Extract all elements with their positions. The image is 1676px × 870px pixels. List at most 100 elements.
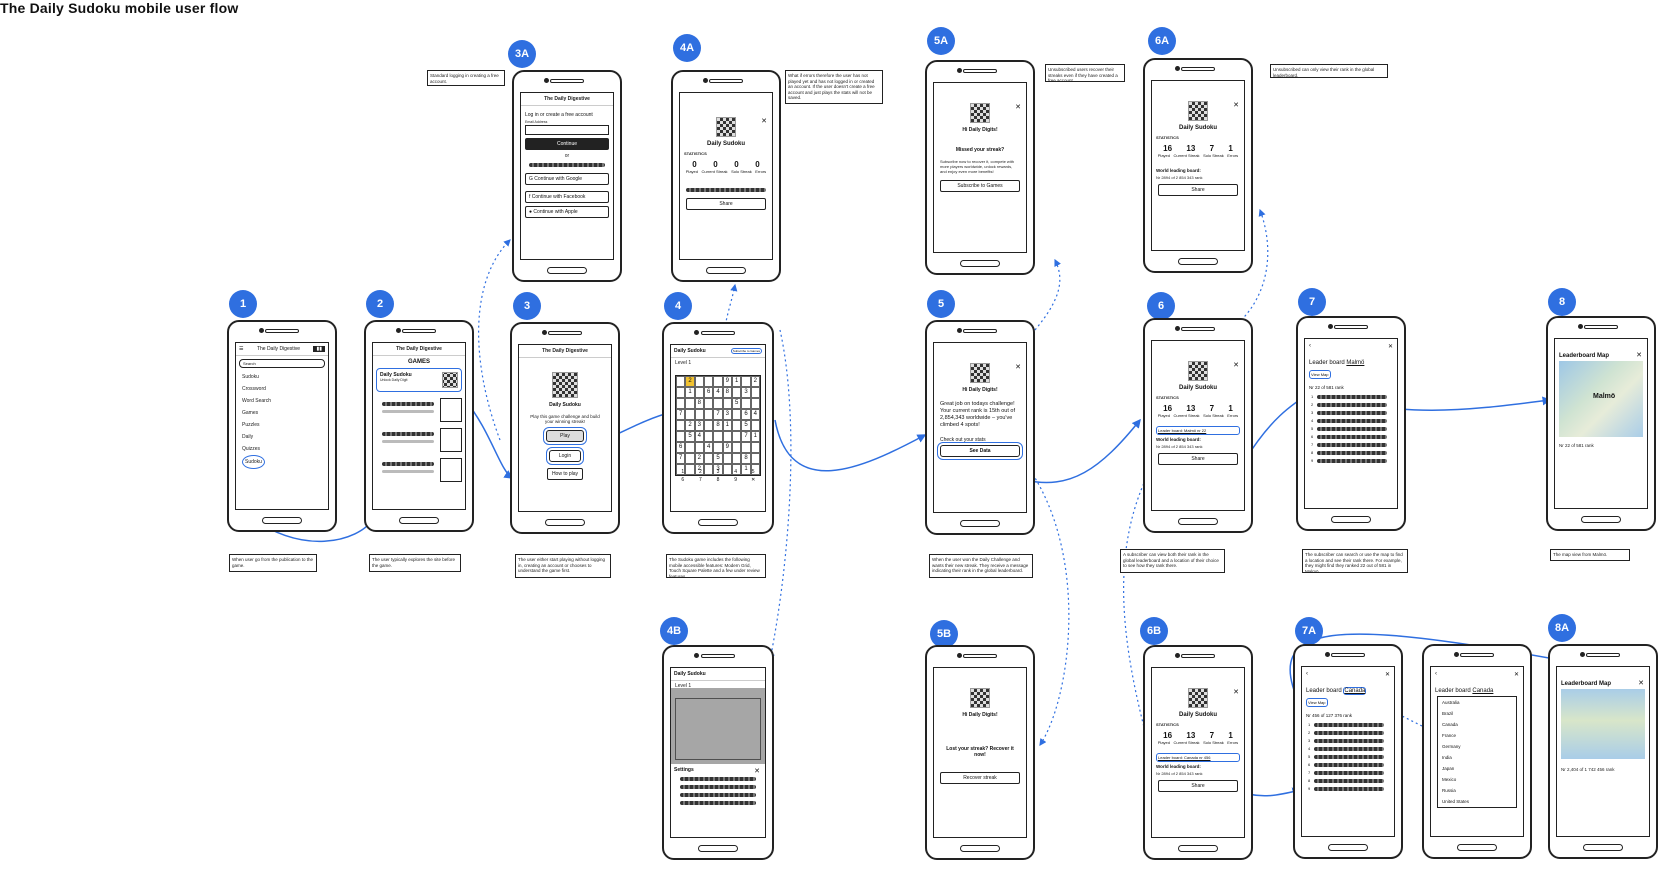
leaderboard-title: Leader board: [1306, 688, 1342, 694]
rank-text: Nr 2,404 of 1 742 456 rank: [1561, 767, 1615, 772]
menu-item[interactable]: Sudoku: [242, 374, 259, 380]
country-dropdown[interactable]: Australia Brazil Canada France Germany I…: [1437, 696, 1517, 808]
modal-title: Daily Sudoku: [1178, 125, 1217, 131]
view-map-button[interactable]: View Map: [1309, 370, 1331, 379]
close-icon[interactable]: ✕: [1638, 680, 1644, 687]
arrow-4-5: [774, 419, 927, 472]
share-button[interactable]: Share: [1158, 184, 1238, 196]
menu-item[interactable]: Games: [242, 410, 259, 416]
close-icon[interactable]: ✕: [1233, 362, 1239, 369]
country-option[interactable]: Japan: [1442, 766, 1455, 771]
step-badge-6a: 6A: [1148, 27, 1176, 55]
see-data-button[interactable]: See Data: [937, 442, 1023, 460]
subscribe-button[interactable]: Subscribe to Games: [730, 348, 762, 354]
country-option[interactable]: India: [1442, 755, 1452, 760]
facebook-button[interactable]: f Continue with Facebook: [525, 191, 609, 203]
country-option[interactable]: Canada: [1442, 722, 1458, 727]
country-option[interactable]: Brazil: [1442, 711, 1454, 716]
menu-icon[interactable]: ☰: [239, 346, 244, 352]
close-icon[interactable]: ✕: [1015, 104, 1021, 111]
google-button[interactable]: G Continue with Google: [525, 173, 609, 185]
leaderboard-title: Leader board: [1435, 688, 1471, 694]
login-button[interactable]: Login: [546, 447, 584, 465]
sudoku-logo-icon: [970, 688, 990, 708]
country-option[interactable]: Germany: [1442, 744, 1461, 749]
subscribe-button[interactable]: Subscribe to Games: [940, 180, 1020, 192]
modal-title: Daily Sudoku: [706, 141, 745, 147]
location-select[interactable]: Canada: [1343, 687, 1367, 695]
leaderboard-link[interactable]: Leader board: Malmö nr 22: [1156, 426, 1240, 435]
rank-message: Great job on todays challenge! Your curr…: [940, 401, 1016, 428]
world-board-label: World leading board:: [1156, 764, 1201, 769]
close-icon[interactable]: ✕: [1513, 672, 1519, 678]
apple-button[interactable]: ● Continue with Apple: [525, 206, 609, 218]
rank-text: Nr 456 of 127 376 rank: [1306, 713, 1353, 718]
menu-item[interactable]: Puzzles: [242, 422, 260, 428]
greeting: Hi Daily Digits!: [962, 387, 998, 393]
country-option[interactable]: Mexico: [1442, 777, 1457, 782]
share-button[interactable]: Share: [686, 198, 766, 210]
note-step-4: The Sudoku game includes the following m…: [666, 554, 766, 579]
sudoku-grid: [675, 698, 761, 760]
back-icon[interactable]: ‹: [1306, 671, 1308, 677]
app-title: Daily Sudoku: [674, 348, 706, 354]
login-title: Log in or create a free account: [525, 112, 593, 118]
menu-item-sudoku[interactable]: Sudoku: [242, 455, 265, 469]
check-stats-text: Check out your stats: [940, 437, 986, 443]
menu-item[interactable]: Quizzes: [242, 446, 261, 452]
close-icon[interactable]: ✕: [761, 118, 767, 125]
arrow-5-5a: [1034, 258, 1061, 331]
play-button[interactable]: Play: [543, 427, 587, 445]
menu-item[interactable]: Daily: [242, 434, 254, 440]
phone-screen-7a: ‹ ✕ Leader board Canada View Map Nr 456 o…: [1293, 644, 1403, 859]
country-option[interactable]: France: [1442, 733, 1457, 738]
recover-streak-button[interactable]: Recover streak: [940, 772, 1020, 784]
menu-item[interactable]: Word Search: [242, 398, 272, 404]
google-icon: G: [529, 176, 535, 182]
phone-screen-5b: Hi Daily Digits! Lost your streak? Recov…: [925, 645, 1035, 860]
menu-item[interactable]: Crossword: [242, 386, 266, 392]
view-map-button[interactable]: View Map: [1306, 698, 1328, 707]
page-title: The Daily Sudoku mobile user flow: [0, 0, 239, 16]
how-to-play-button[interactable]: How to play: [547, 468, 583, 480]
phone-screen-3a: The Daily Digestive Log in or create a f…: [512, 70, 622, 282]
back-icon[interactable]: ‹: [1435, 671, 1437, 677]
app-title: Daily Sudoku: [674, 671, 706, 677]
facebook-icon: f: [529, 194, 532, 200]
phone-screen-8: ✕ Leaderboard Map Malmö Nr 22 of 581 ran…: [1546, 316, 1656, 531]
country-option[interactable]: Australia: [1442, 700, 1460, 705]
close-icon[interactable]: ✕: [1387, 344, 1393, 350]
share-button[interactable]: Share: [1158, 453, 1238, 465]
leaderboard-map[interactable]: Malmö: [1559, 361, 1643, 437]
search-input[interactable]: Search: [239, 359, 325, 368]
country-option[interactable]: United States: [1442, 799, 1470, 804]
step-badge-3a: 3A: [508, 40, 536, 68]
close-icon[interactable]: ✕: [1233, 689, 1239, 696]
step-badge-8: 8: [1548, 288, 1576, 316]
leaderboard-link[interactable]: Leader board: Canada nr 456: [1156, 753, 1240, 762]
close-icon[interactable]: ✕: [1015, 364, 1021, 371]
location-select[interactable]: Malmö: [1346, 360, 1365, 366]
close-icon[interactable]: ✕: [1233, 102, 1239, 109]
close-icon[interactable]: ✕: [754, 768, 760, 775]
sudoku-logo-icon: [442, 372, 458, 388]
world-map[interactable]: [1561, 689, 1645, 759]
step-badge-1: 1: [229, 290, 257, 318]
share-button[interactable]: Share: [1158, 780, 1238, 792]
continue-button[interactable]: Continue: [525, 138, 609, 150]
close-icon[interactable]: ✕: [1636, 352, 1642, 359]
country-option[interactable]: Russia: [1442, 788, 1456, 793]
phone-screen-5a: ✕ Hi Daily Digits! Missed your streak? S…: [925, 60, 1035, 275]
location-select[interactable]: Canada: [1472, 688, 1494, 694]
back-icon[interactable]: ‹: [1309, 343, 1311, 349]
level-label: Level 1: [675, 360, 692, 366]
email-field[interactable]: [525, 125, 609, 135]
note-step-5a: Unsubscribed users recover their streaks…: [1045, 64, 1125, 83]
close-icon[interactable]: ✕: [1384, 672, 1390, 678]
